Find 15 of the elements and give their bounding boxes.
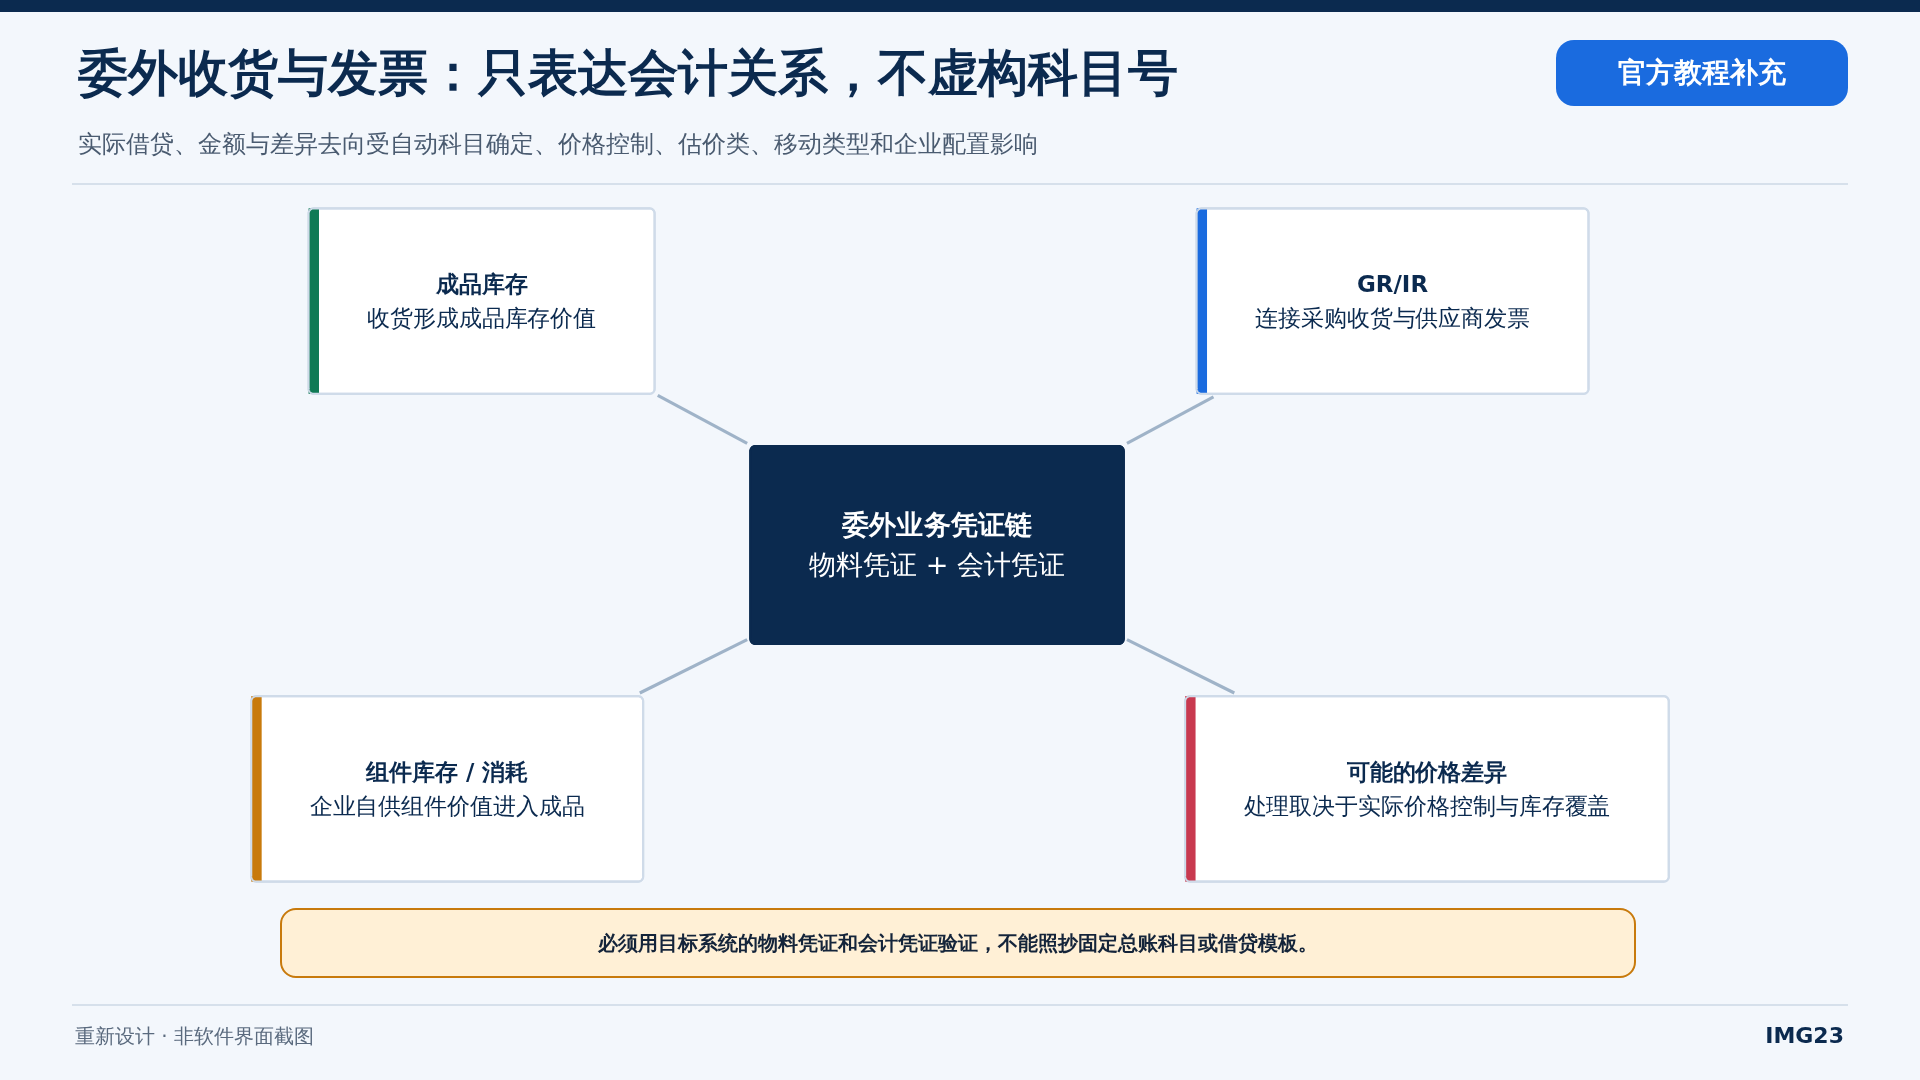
header-badge: 官方教程补充 bbox=[1556, 40, 1848, 106]
connector-line bbox=[639, 638, 748, 695]
connector-line bbox=[1126, 395, 1215, 445]
card-box: 成品库存 收货形成成品库存价值 bbox=[307, 207, 656, 395]
connector-line bbox=[657, 394, 748, 445]
card-box: GR/IR 连接采购收货与供应商发票 bbox=[1195, 207, 1590, 395]
note-banner: 必须用目标系统的物料凭证和会计凭证验证，不能照抄固定总账科目或借贷模板。 bbox=[280, 908, 1636, 978]
card-box: 组件库存 / 消耗 企业自供组件价值进入成品 bbox=[250, 695, 645, 883]
page-id: IMG23 bbox=[1765, 1022, 1844, 1050]
card-box: 可能的价格差异 处理取决于实际价格控制与库存覆盖 bbox=[1184, 695, 1670, 883]
title: 委外收货与发票：只表达会计关系，不虚构科目号 bbox=[78, 43, 1178, 104]
hub-box: 委外业务凭证链 物料凭证 + 会计凭证 bbox=[749, 444, 1125, 646]
footer-note: 重新设计 · 非软件界面截图 bbox=[75, 1023, 315, 1050]
subtitle: 实际借贷、金额与差异去向受自动科目确定、价格控制、估价类、移动类型和企业配置影响 bbox=[78, 129, 1038, 160]
connector-line bbox=[1126, 638, 1236, 695]
